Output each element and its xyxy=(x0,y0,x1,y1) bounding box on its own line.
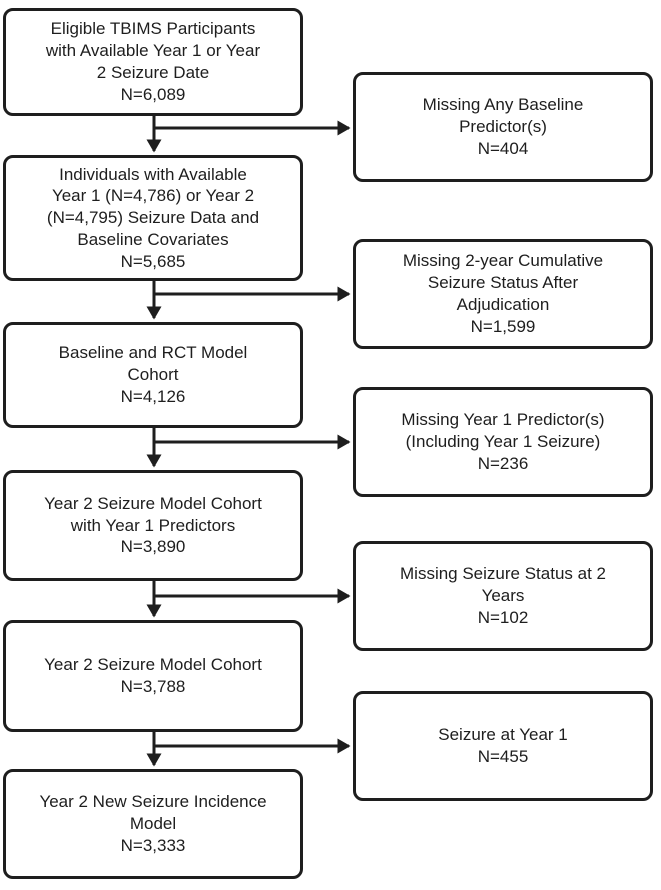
box-seizure-at-year1: Seizure at Year 1 N=455 xyxy=(353,691,653,801)
box-missing-seizure-status-2years-text: Missing Seizure Status at 2 Years N=102 xyxy=(400,564,606,627)
box-year2-new-seizure-incidence-model: Year 2 New Seizure Incidence Model N=3,3… xyxy=(3,769,303,879)
box-year2-seizure-model-cohort-text: Year 2 Seizure Model Cohort N=3,788 xyxy=(44,655,262,696)
box-missing-baseline-predictors: Missing Any Baseline Predictor(s) N=404 xyxy=(353,72,653,182)
box-eligible-participants-text: Eligible TBIMS Participants with Availab… xyxy=(45,19,261,104)
box-missing-year1-predictors-text: Missing Year 1 Predictor(s) (Including Y… xyxy=(401,410,605,473)
box-missing-baseline-predictors-text: Missing Any Baseline Predictor(s) N=404 xyxy=(422,95,584,158)
box-year2-cohort-with-year1-predictors-text: Year 2 Seizure Model Cohort with Year 1 … xyxy=(44,493,262,557)
box-seizure-at-year1-text: Seizure at Year 1 N=455 xyxy=(438,725,568,766)
box-available-seizure-data-covariates: Individuals with Available Year 1 (N=4,7… xyxy=(3,155,303,281)
box-baseline-rct-model-cohort: Baseline and RCT Model Cohort N=4,126 xyxy=(3,322,303,428)
box-year2-seizure-model-cohort: Year 2 Seizure Model Cohort N=3,788 xyxy=(3,620,303,732)
box-eligible-participants: Eligible TBIMS Participants with Availab… xyxy=(3,8,303,116)
box-available-seizure-data-covariates-text: Individuals with Available Year 1 (N=4,7… xyxy=(46,164,260,271)
box-missing-year1-predictors: Missing Year 1 Predictor(s) (Including Y… xyxy=(353,387,653,497)
box-baseline-rct-model-cohort-text: Baseline and RCT Model Cohort N=4,126 xyxy=(58,343,248,406)
box-missing-2year-cumulative-seizure-status-text: Missing 2-year Cumulative Seizure Status… xyxy=(402,251,604,336)
box-missing-seizure-status-2years: Missing Seizure Status at 2 Years N=102 xyxy=(353,541,653,651)
box-year2-new-seizure-incidence-model-text: Year 2 New Seizure Incidence Model N=3,3… xyxy=(39,792,267,855)
box-missing-2year-cumulative-seizure-status: Missing 2-year Cumulative Seizure Status… xyxy=(353,239,653,349)
box-year2-cohort-with-year1-predictors: Year 2 Seizure Model Cohort with Year 1 … xyxy=(3,470,303,581)
